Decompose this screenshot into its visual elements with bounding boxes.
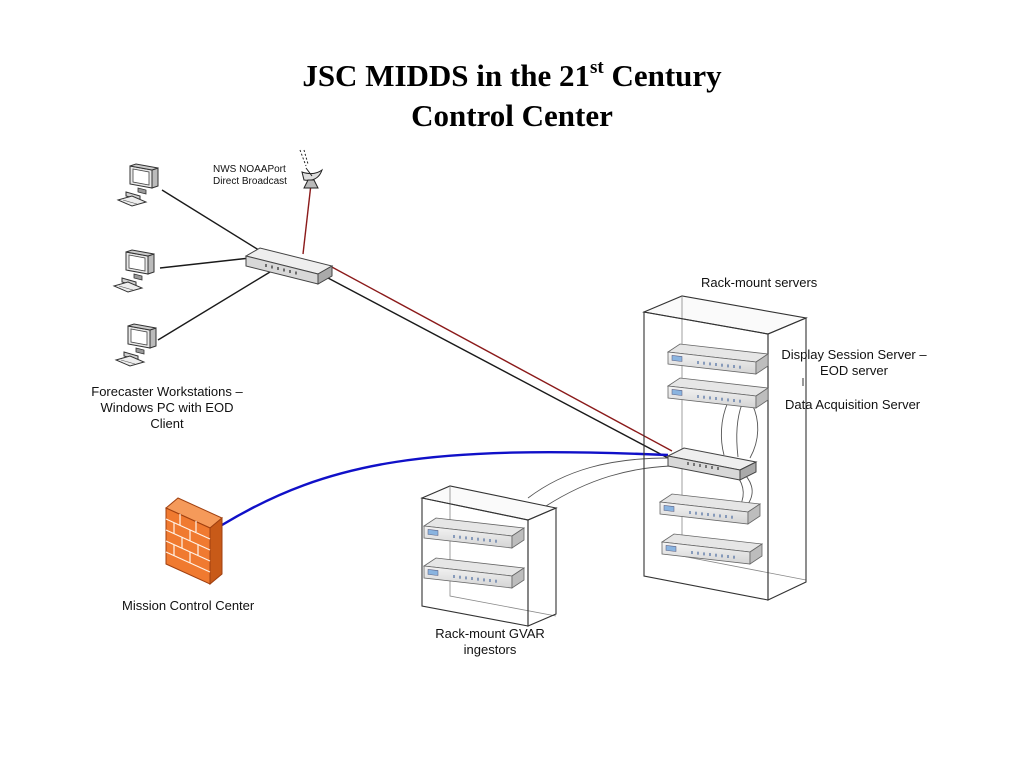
workstations-label-line2: Windows PC with EOD [100,400,234,415]
display-server-label: Display Session Server – EOD server [770,347,938,379]
display-server-label-line2: EOD server [820,363,888,378]
gvar-label-line2: ingestors [463,642,517,657]
nws-label-line2: Direct Broadcast [213,176,287,187]
rack-server-unit [667,343,769,375]
rack-server-icon [642,295,808,601]
workstations-label: Forecaster Workstations – Windows PC wit… [72,384,262,432]
rack-server-unit [661,533,763,565]
link-ws2-hub [159,257,251,269]
link-hub-server-red [329,265,673,452]
gvar-label: Rack-mount GVAR ingestors [410,626,570,658]
title-superscript: st [589,57,604,78]
link-gvar-server-1 [527,457,669,499]
title-line2: Control Center [411,98,613,133]
page-title: JSC MIDDS in the 21st Century Control Ce… [0,56,1024,136]
workstations-label-line3: Client [150,416,184,431]
display-server-label-line1: Display Session Server – [781,347,927,362]
network-switch-icon [244,247,334,285]
satellite-dish-icon [299,149,323,189]
title-line1-b: Century [603,58,722,93]
title-line1-a: JSC MIDDS in the 21 [302,58,590,93]
link-hub-server-black [327,277,669,459]
link-dish-hub [302,183,312,255]
gvar-label-line1: Rack-mount GVAR [435,626,545,641]
link-lines [157,183,673,527]
link-mcc-server [221,450,669,527]
computer-icon [115,323,157,367]
link-ws3-hub [157,271,271,341]
link-gvar-server-2 [545,465,671,507]
rack-server-unit [667,377,769,409]
data-acquisition-label: Data Acquisition Server [785,397,921,412]
rack-server-icon [420,485,558,627]
computer-icon [113,249,155,293]
rack-server-unit [423,557,525,589]
computer-icon [117,163,159,207]
rack-server-unit [659,493,761,525]
rack-server-unit [423,517,525,549]
mcc-label: Mission Control Center [122,598,255,613]
firewall-icon [165,497,223,586]
rack-servers-label: Rack-mount servers [701,275,818,290]
workstations-label-line1: Forecaster Workstations – [91,384,243,399]
nws-label-line1: NWS NOAAPort [213,164,286,175]
link-ws1-hub [161,189,263,253]
nws-label: NWS NOAAPort Direct Broadcast [213,164,287,188]
network-switch-icon [666,447,758,481]
